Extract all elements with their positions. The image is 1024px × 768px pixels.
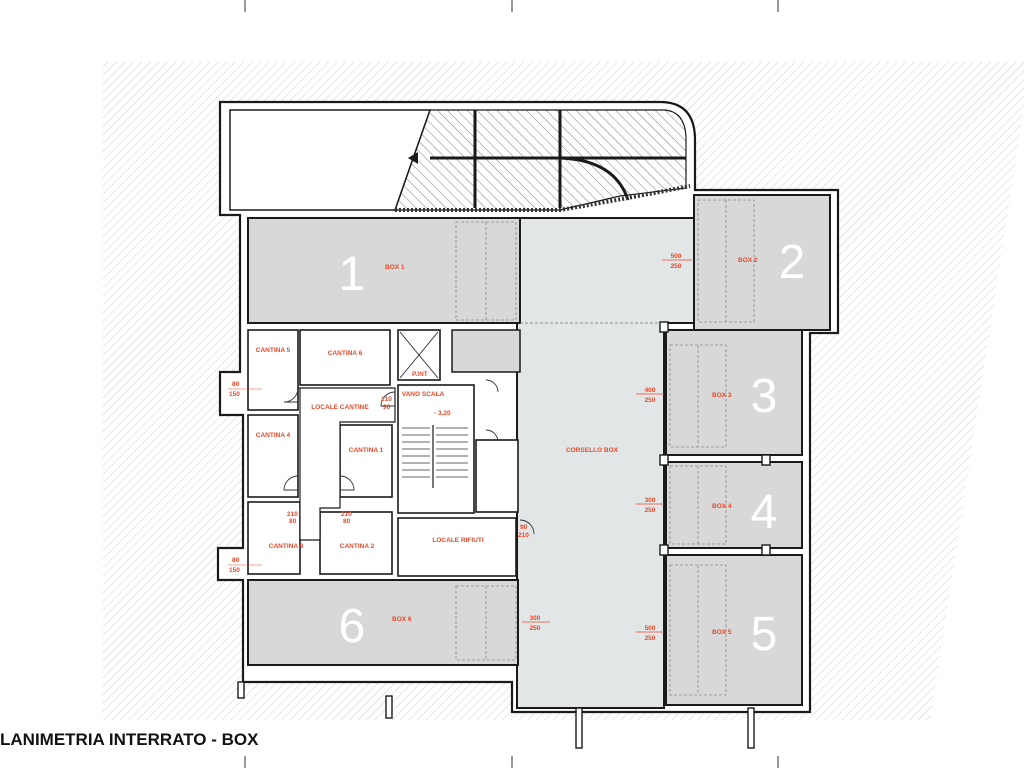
box-height: 250 xyxy=(671,263,682,270)
box-label: BOX 3 xyxy=(712,392,732,399)
corsello-label: CORSELLO BOX xyxy=(566,447,619,454)
box-width: 300 xyxy=(645,497,656,504)
entrance-ramp xyxy=(229,109,691,212)
level-label: - 3.20 xyxy=(434,410,451,417)
cantina-1-label: CANTINA 1 xyxy=(349,447,384,454)
lift-label: P.INT xyxy=(412,371,428,378)
locale-cantine-label: LOCALE CANTINE xyxy=(311,404,369,411)
box-3: 3 BOX 3 400 250 xyxy=(636,329,803,456)
door-dim: 80 xyxy=(289,518,297,525)
cantina-2-label: CANTINA 2 xyxy=(340,543,375,550)
corsello-box: CORSELLO BOX xyxy=(451,217,695,709)
box-6: 6 BOX 6 300 250 xyxy=(247,579,550,666)
pillars xyxy=(237,321,771,749)
door-dim: 150 xyxy=(229,391,240,398)
box-label: BOX 1 xyxy=(385,264,405,271)
door-dim: 80 xyxy=(232,381,240,388)
door-dim: 80 xyxy=(232,557,240,564)
stair-core: P.INT VANO SCALA - 3.20 LOCALE RIFIUTI xyxy=(397,329,519,577)
door-dim: 150 xyxy=(229,567,240,574)
box-width: 500 xyxy=(671,253,682,260)
door-dim: 90 xyxy=(520,524,528,531)
cellars-block: CANTINA 5 CANTINA 6 LOCALE CANTINE CANTI… xyxy=(228,329,535,575)
cantina-6-label: CANTINA 6 xyxy=(328,350,363,357)
door-dim: 210 xyxy=(518,532,529,539)
box-width: 500 xyxy=(645,625,656,632)
box-label: BOX 4 xyxy=(712,503,732,510)
box-number: 3 xyxy=(751,370,778,423)
box-height: 250 xyxy=(645,397,656,404)
box-width: 400 xyxy=(645,387,656,394)
box-number: 6 xyxy=(339,600,366,653)
box-height: 250 xyxy=(645,507,656,514)
door-dim: 210 xyxy=(341,511,352,518)
cantina-3-label: CANTINA 3 xyxy=(269,543,304,550)
box-number: 2 xyxy=(779,236,806,289)
sheet-frame xyxy=(244,0,779,768)
box-width: 300 xyxy=(530,615,541,622)
door-dim: 90 xyxy=(383,404,391,411)
cantina-4-label: CANTINA 4 xyxy=(256,432,291,439)
box-number: 4 xyxy=(751,486,778,539)
box-number: 5 xyxy=(751,608,778,661)
box-number: 1 xyxy=(339,248,366,301)
vano-scala-label: VANO SCALA xyxy=(402,391,445,398)
box-label: BOX 2 xyxy=(738,257,758,264)
door-dim: 210 xyxy=(287,511,298,518)
box-5: 5 BOX 5 500 250 xyxy=(636,554,803,706)
box-label: BOX 6 xyxy=(392,616,412,623)
door-dim: 80 xyxy=(343,518,351,525)
door-dim: 210 xyxy=(381,396,392,403)
locale-rifiuti-label: LOCALE RIFIUTI xyxy=(432,537,483,544)
cantina-5-label: CANTINA 5 xyxy=(256,347,291,354)
box-1: 1 BOX 1 400 250 xyxy=(247,217,550,324)
box-height: 250 xyxy=(530,625,541,632)
drawing-title: LANIMETRIA INTERRATO - BOX xyxy=(0,730,259,749)
box-4: 4 BOX 4 300 250 xyxy=(636,461,803,549)
box-label: BOX 5 xyxy=(712,629,732,636)
box-height: 250 xyxy=(645,635,656,642)
